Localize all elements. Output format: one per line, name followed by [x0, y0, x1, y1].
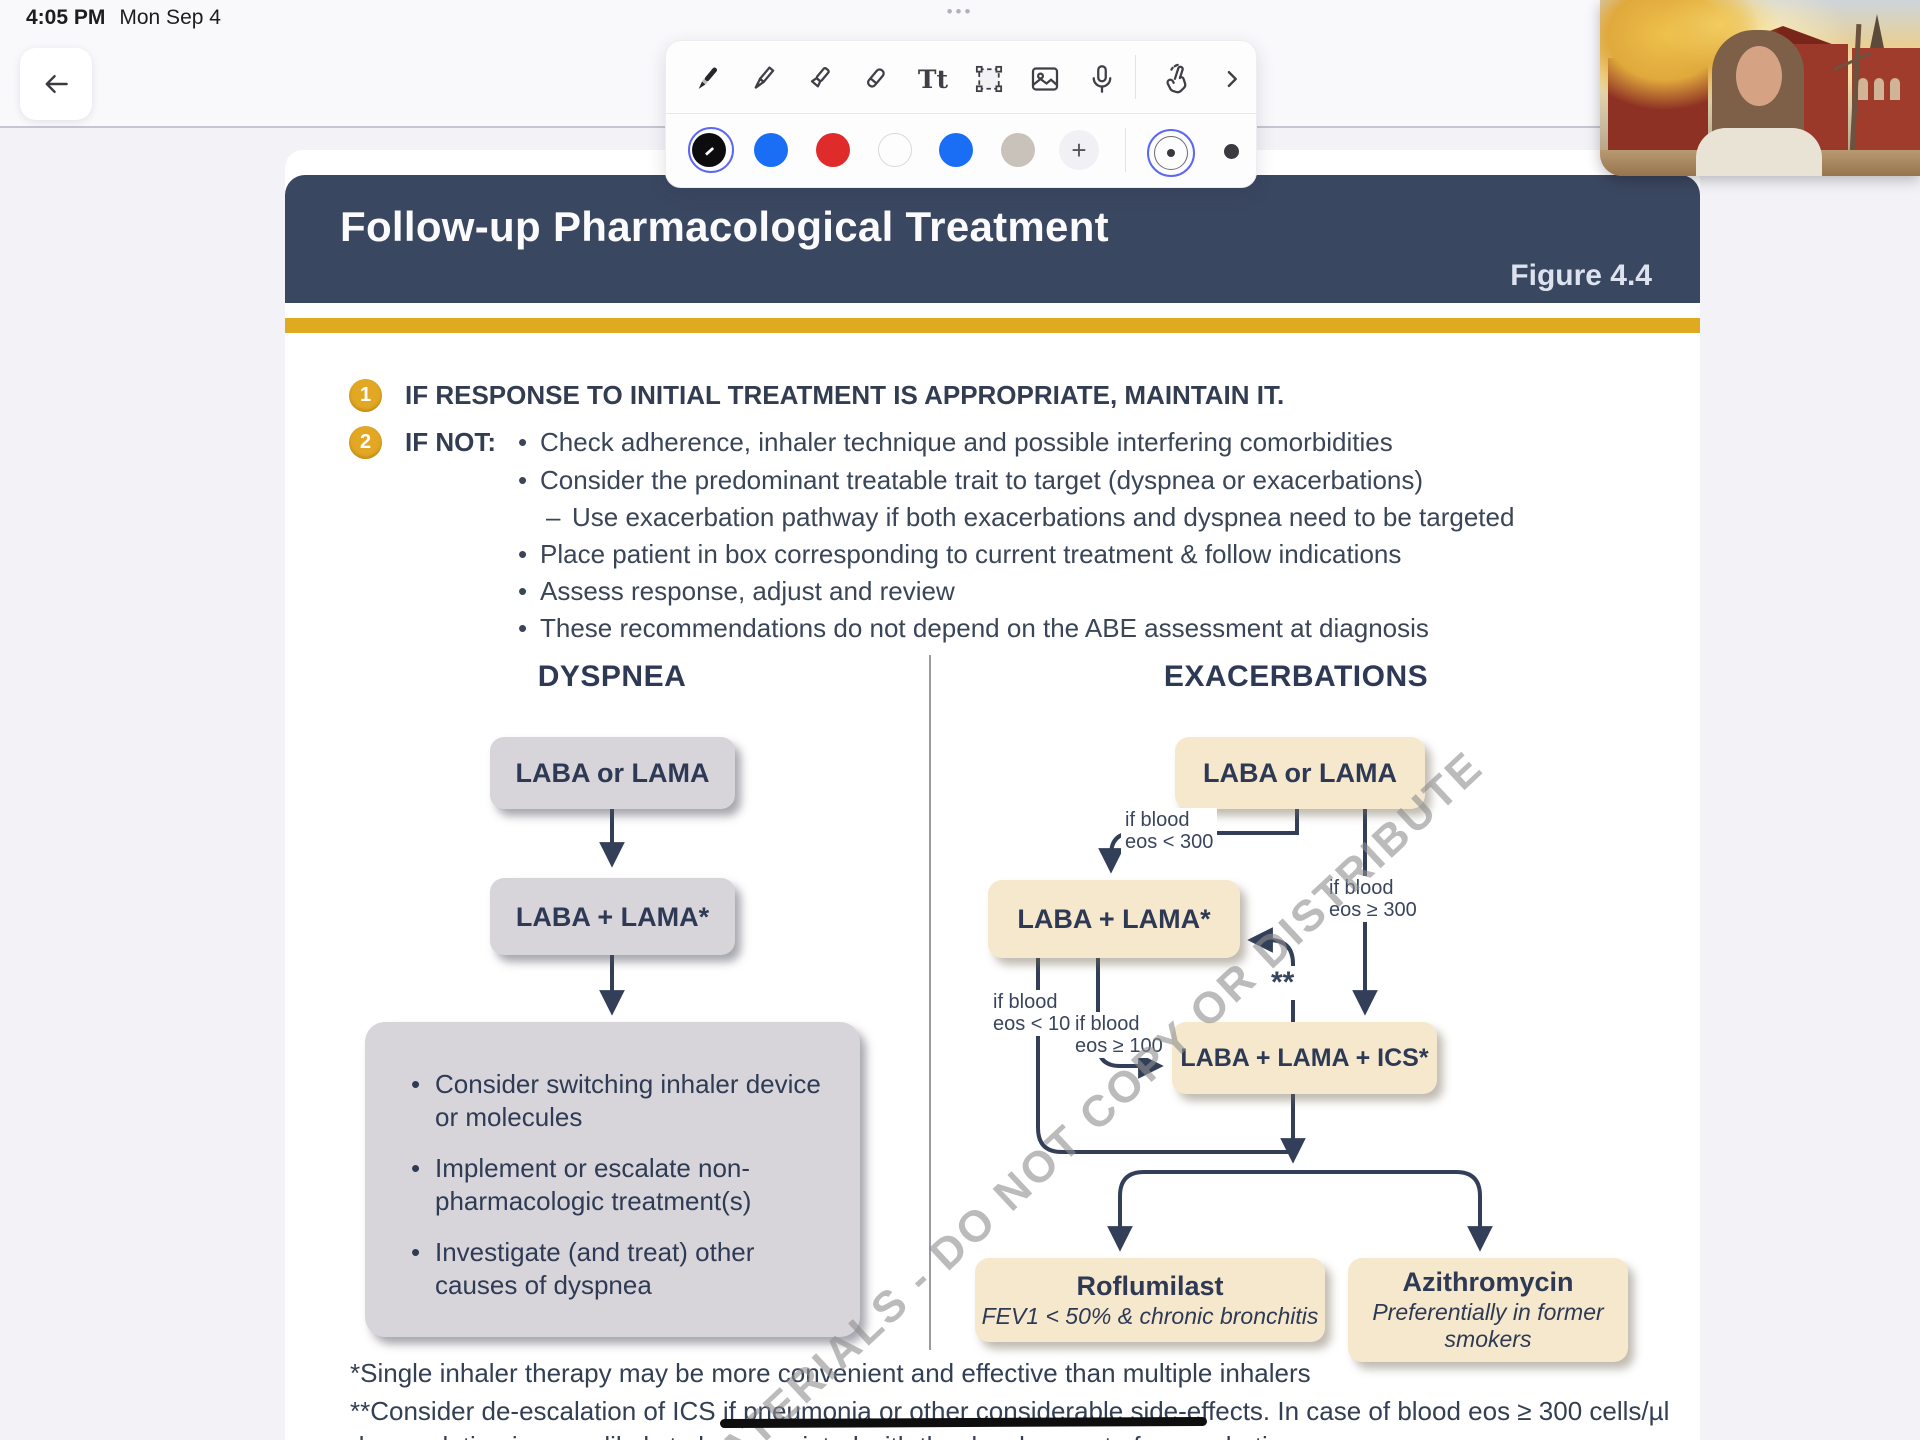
text-tool-icon: Tt — [917, 64, 949, 94]
eraser-icon — [857, 61, 893, 97]
video-call-thumbnail[interactable] — [1600, 0, 1920, 176]
stroke-size-large-button[interactable] — [1224, 144, 1239, 159]
exacerbations-step1-label: LABA or LAMA — [1203, 758, 1397, 788]
participant-sweater — [1696, 128, 1822, 176]
accent-bar — [285, 318, 1700, 333]
footnote-1: *Single inhaler therapy may be more conv… — [350, 1358, 1311, 1388]
participant-face — [1736, 46, 1782, 106]
toolbar-divider — [1135, 55, 1136, 99]
multitask-handle[interactable]: ••• — [946, 2, 974, 21]
azithromycin-box: Azithromycin Preferentially in former sm… — [1348, 1258, 1628, 1362]
stroke-size-small-icon — [1154, 136, 1188, 170]
azithromycin-label: Azithromycin — [1402, 1267, 1574, 1297]
list-item: Place patient in box corresponding to cu… — [518, 536, 1401, 573]
roflumilast-box: Roflumilast FEV1 < 50% & chronic bronchi… — [975, 1258, 1325, 1342]
exacerbations-step2-label: LABA + LAMA* — [1017, 904, 1211, 934]
color-swatch-blue-1[interactable] — [754, 133, 788, 167]
dyspnea-actions-box: Consider switching inhaler device or mol… — [365, 1022, 860, 1337]
dyspnea-step2-label: LABA + LAMA* — [515, 901, 710, 932]
dyspnea-action: Consider switching inhaler device or mol… — [407, 1068, 840, 1134]
point-1-text: IF RESPONSE TO INITIAL TREATMENT IS APPR… — [405, 380, 1285, 410]
plus-icon: + — [1071, 134, 1087, 165]
figure-label: Figure 4.4 — [1510, 259, 1652, 292]
exacerbations-step1-box: LABA or LAMA — [1175, 737, 1425, 809]
color-swatch-white[interactable] — [878, 133, 912, 167]
color-swatch-black[interactable] — [692, 133, 726, 167]
highlighter-icon — [801, 61, 837, 97]
church-window — [1890, 78, 1900, 100]
exacerbations-step3-label: LABA + LAMA + ICS* — [1180, 1044, 1429, 1072]
more-tools-button[interactable] — [1212, 59, 1252, 99]
roflumilast-label: Roflumilast — [1076, 1270, 1224, 1301]
color-row: + — [666, 114, 1256, 186]
eos-lt-300-label: if blood eos < 300 — [1121, 808, 1218, 854]
color-swatch-red[interactable] — [816, 133, 850, 167]
slide-canvas[interactable]: Follow-up Pharmacological Treatment Figu… — [285, 150, 1700, 1440]
eraser-tool-button[interactable] — [855, 59, 895, 99]
church-window — [1858, 78, 1868, 100]
status-clock: 4:05 PM Mon Sep 4 — [26, 6, 221, 30]
toolbar-row-separator — [666, 113, 1256, 114]
pointer-tool-button[interactable] — [1158, 59, 1198, 99]
dyspnea-step1-box: LABA or LAMA — [490, 737, 735, 809]
column-divider — [929, 655, 931, 1350]
church-window — [1874, 78, 1884, 100]
dyspnea-step2-box: LABA + LAMA* — [490, 878, 735, 955]
pointer-hand-icon — [1160, 61, 1196, 97]
add-color-button[interactable]: + — [1059, 130, 1099, 170]
back-arrow-icon — [39, 67, 73, 101]
list-sub-item: Use exacerbation pathway if both exacerb… — [546, 499, 1514, 536]
stroke-size-small-button[interactable] — [1147, 129, 1195, 177]
image-tool-button[interactable] — [1025, 59, 1065, 99]
dyspnea-step1-label: LABA or LAMA — [515, 758, 710, 788]
chevron-right-icon — [1217, 64, 1247, 94]
list-item: Consider the predominant treatable trait… — [518, 462, 1423, 499]
dyspnea-action: Investigate (and treat) other causes of … — [407, 1236, 840, 1302]
pencil-tool-button[interactable] — [743, 59, 783, 99]
eos-ge-300-label: if blood eos ≥ 300 — [1325, 876, 1421, 922]
color-swatch-beige[interactable] — [1001, 133, 1035, 167]
point-2-label: IF NOT: — [405, 427, 496, 457]
selection-icon — [971, 61, 1007, 97]
toolbar-divider — [1125, 128, 1126, 172]
pen-icon — [689, 61, 725, 97]
exacerbations-column-title: EXACERBATIONS — [1163, 660, 1429, 693]
selection-tool-button[interactable] — [969, 59, 1009, 99]
roflumilast-criteria: FEV1 < 50% & chronic bronchitis — [981, 1302, 1319, 1329]
back-button[interactable] — [20, 48, 92, 120]
slide-header: Follow-up Pharmacological Treatment Figu… — [285, 175, 1700, 303]
list-item: These recommendations do not depend on t… — [518, 610, 1429, 647]
microphone-icon — [1084, 61, 1120, 97]
pen-tool-button[interactable] — [687, 59, 727, 99]
status-time: 4:05 PM — [26, 6, 106, 29]
annotation-toolbar: Tt — [665, 40, 1257, 188]
slide-title: Follow-up Pharmacological Treatment — [340, 203, 1109, 250]
list-item: Assess response, adjust and review — [518, 573, 955, 610]
dyspnea-column-title: DYSPNEA — [537, 660, 687, 693]
selected-color-ring — [688, 127, 734, 173]
azithromycin-criteria: Preferentially in former smokers — [1372, 1299, 1604, 1352]
point-1-badge: 1 — [349, 379, 382, 412]
image-icon — [1027, 61, 1063, 97]
footnote-3: de-escalation is more likely to be assoc… — [350, 1431, 1310, 1440]
pencil-icon — [745, 61, 781, 97]
highlighter-tool-button[interactable] — [799, 59, 839, 99]
text-tool-button[interactable]: Tt — [913, 59, 953, 99]
point-2-badge: 2 — [349, 426, 382, 459]
status-date: Mon Sep 4 — [119, 6, 221, 29]
exacerbations-step2-box: LABA + LAMA* — [988, 880, 1240, 958]
tool-row: Tt — [666, 41, 1256, 113]
color-swatch-blue-2[interactable] — [939, 133, 973, 167]
microphone-tool-button[interactable] — [1082, 59, 1122, 99]
list-item: Check adherence, inhaler technique and p… — [518, 424, 1393, 461]
dyspnea-action: Implement or escalate non-pharmacologic … — [407, 1152, 840, 1218]
